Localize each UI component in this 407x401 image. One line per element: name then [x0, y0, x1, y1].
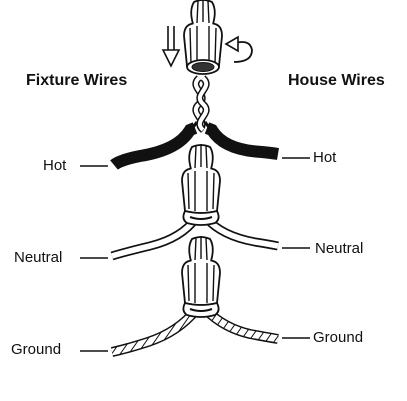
ground-wire-pair — [110, 306, 279, 357]
twisted-wire-splice — [192, 75, 210, 133]
hot-wire-pair — [110, 121, 279, 170]
arrow-down-icon — [161, 26, 181, 68]
neutral-label-right: Neutral — [315, 240, 364, 257]
neutral-label-left: Neutral — [14, 249, 63, 266]
rotate-arrow-icon — [224, 35, 253, 63]
hot-label-right: Hot — [313, 149, 337, 166]
wire-nut-icon — [184, 0, 222, 74]
ground-label-left: Ground — [11, 341, 62, 358]
label-leaders — [80, 157, 310, 352]
house-wires-heading: House Wires — [288, 72, 385, 89]
wire-nut-installed-neutral — [182, 144, 220, 225]
fixture-wires-heading: Fixture Wires — [26, 72, 128, 89]
wire-nut-installed-ground — [182, 236, 220, 317]
neutral-wire-pair — [110, 214, 279, 261]
ground-label-right: Ground — [313, 329, 364, 346]
hot-label-left: Hot — [43, 157, 67, 174]
